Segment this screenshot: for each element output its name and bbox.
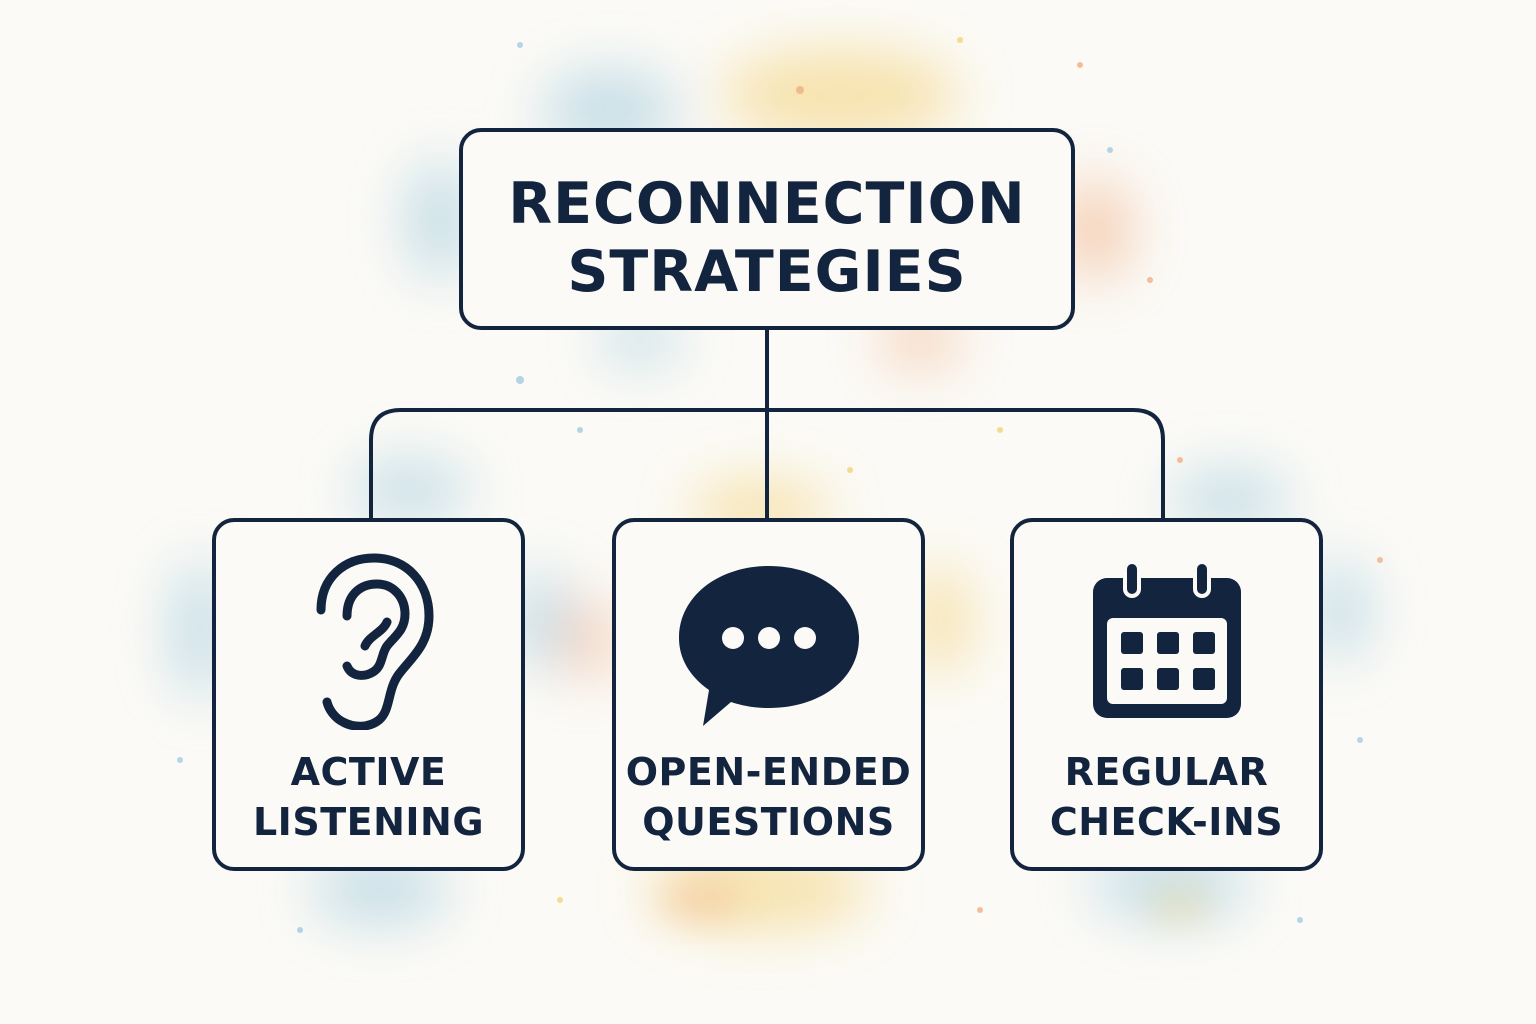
root-title-line2: STRATEGIES xyxy=(567,239,967,305)
node-label-line1: OPEN-ENDED xyxy=(625,750,912,794)
root-title-line1: RECONNECTION xyxy=(508,171,1026,237)
root-title: RECONNECTION STRATEGIES xyxy=(463,170,1071,306)
node-label-line1: REGULAR xyxy=(1064,750,1269,794)
ear-icon xyxy=(216,550,521,730)
connector-horizontal-bar xyxy=(369,408,1165,518)
node-label-line2: QUESTIONS xyxy=(642,800,895,844)
root-node: RECONNECTION STRATEGIES xyxy=(459,128,1075,330)
calendar-icon xyxy=(1014,550,1319,730)
node-label-line2: CHECK-INS xyxy=(1049,800,1284,844)
node-open-ended-questions: OPEN-ENDED QUESTIONS xyxy=(612,518,925,871)
node-label: ACTIVE LISTENING xyxy=(216,747,521,847)
speech-bubble-icon xyxy=(616,550,921,730)
node-active-listening: ACTIVE LISTENING xyxy=(212,518,525,871)
node-label-line1: ACTIVE xyxy=(290,750,447,794)
node-label: OPEN-ENDED QUESTIONS xyxy=(616,747,921,847)
node-label: REGULAR CHECK-INS xyxy=(1014,747,1319,847)
node-label-line2: LISTENING xyxy=(252,800,485,844)
node-regular-check-ins: REGULAR CHECK-INS xyxy=(1010,518,1323,871)
